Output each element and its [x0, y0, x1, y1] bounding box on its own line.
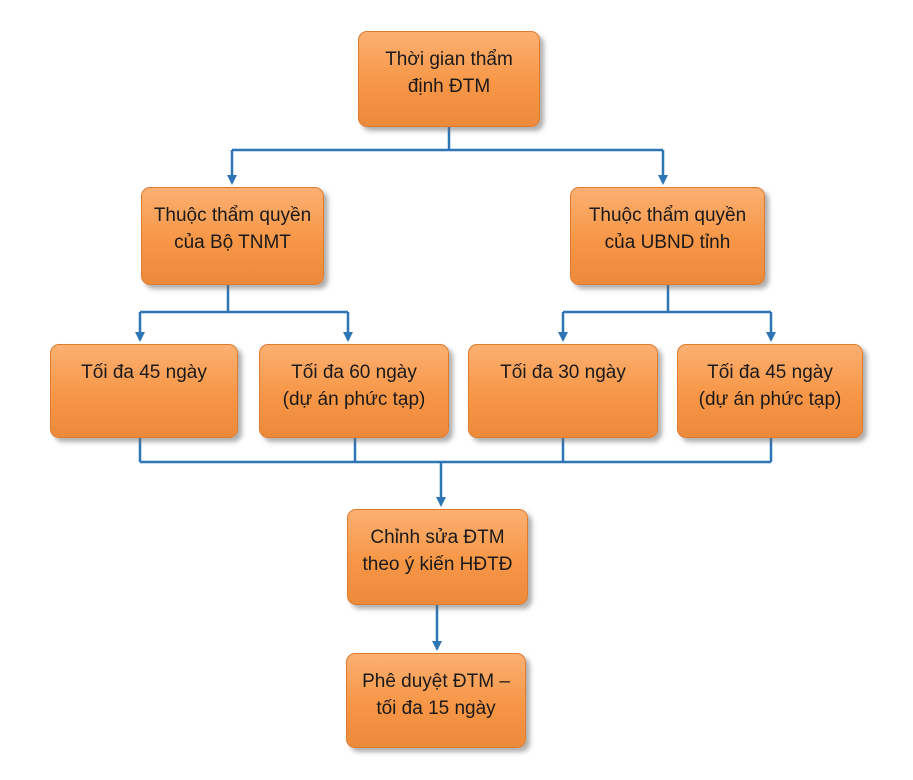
node-revise-line2: theo ý kiến HĐTĐ: [362, 554, 513, 575]
node-province-normal-line1: Tối đa 30 ngày: [500, 362, 626, 383]
node-root-line1: Thời gian thẩm: [385, 49, 513, 70]
node-revise-line1: Chỉnh sửa ĐTM: [370, 527, 505, 548]
node-approve: Phê duyệt ĐTM – tối đa 15 ngày: [346, 653, 526, 748]
node-approve-line1: Phê duyệt ĐTM –: [362, 671, 510, 692]
node-province-complex-line2: (dự án phức tạp): [698, 389, 842, 410]
node-revise: Chỉnh sửa ĐTM theo ý kiến HĐTĐ: [347, 509, 528, 605]
node-root-line2: định ĐTM: [407, 76, 491, 97]
node-ministry-complex-line2: (dự án phức tạp): [282, 389, 426, 410]
node-root: Thời gian thẩm định ĐTM: [358, 31, 540, 127]
node-ministry-line2: của Bộ TNMT: [174, 232, 291, 253]
node-ministry-normal: Tối đa 45 ngày: [50, 344, 238, 438]
node-ministry-complex: Tối đa 60 ngày (dự án phức tạp): [259, 344, 449, 438]
node-ministry: Thuộc thẩm quyền của Bộ TNMT: [141, 187, 324, 285]
node-approve-line2: tối đa 15 ngày: [376, 698, 496, 719]
node-ministry-complex-line1: Tối đa 60 ngày: [291, 362, 417, 383]
node-province-line1: Thuộc thẩm quyền: [588, 205, 747, 226]
node-ministry-normal-line1: Tối đa 45 ngày: [81, 362, 207, 383]
node-ministry-line1: Thuộc thẩm quyền: [153, 205, 312, 226]
node-province-line2: của UBND tỉnh: [604, 232, 731, 253]
node-province-complex-line1: Tối đa 45 ngày: [707, 362, 833, 383]
node-province-complex: Tối đa 45 ngày (dự án phức tạp): [677, 344, 863, 438]
node-province: Thuộc thẩm quyền của UBND tỉnh: [570, 187, 765, 285]
node-province-normal: Tối đa 30 ngày: [468, 344, 658, 438]
